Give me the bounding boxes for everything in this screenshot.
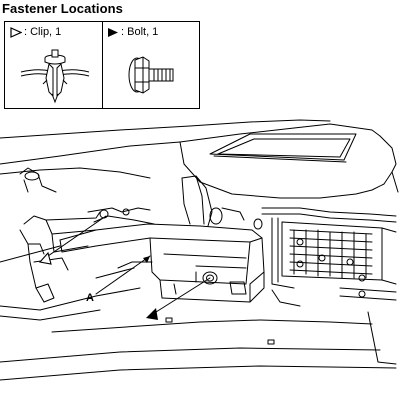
lower-trim-panel — [0, 287, 397, 381]
module-housing — [59, 223, 265, 303]
legend-clip-panel: : Clip, 1 — [4, 21, 103, 109]
legend-bolt-label-row: : Bolt, 1 — [107, 26, 158, 38]
legend-clip-label-row: : Clip, 1 — [10, 26, 61, 38]
clip-location-marker — [38, 251, 52, 265]
dashboard-top-panel — [0, 119, 399, 263]
bolt-location-marker — [146, 308, 158, 320]
hollow-triangle-icon — [10, 26, 22, 38]
callout-a-arrowhead — [143, 256, 150, 263]
legend-bolt-panel: : Bolt, 1 — [102, 21, 200, 109]
support-frame — [261, 207, 397, 365]
callout-leaders — [47, 215, 211, 313]
upper-bracket — [87, 175, 263, 230]
assembly-diagram: A — [0, 119, 399, 381]
callout-label-a: A — [86, 292, 94, 304]
legend-bolt-text: : Bolt, 1 — [121, 26, 159, 38]
left-bracket — [19, 167, 101, 303]
diagram-title: Fastener Locations — [2, 1, 123, 16]
bolt-fastener-icon — [128, 56, 174, 94]
legend-clip-text: : Clip, 1 — [24, 26, 62, 38]
vent-window — [209, 133, 357, 163]
clip-fastener-icon — [20, 49, 90, 104]
filled-triangle-icon — [108, 27, 118, 37]
